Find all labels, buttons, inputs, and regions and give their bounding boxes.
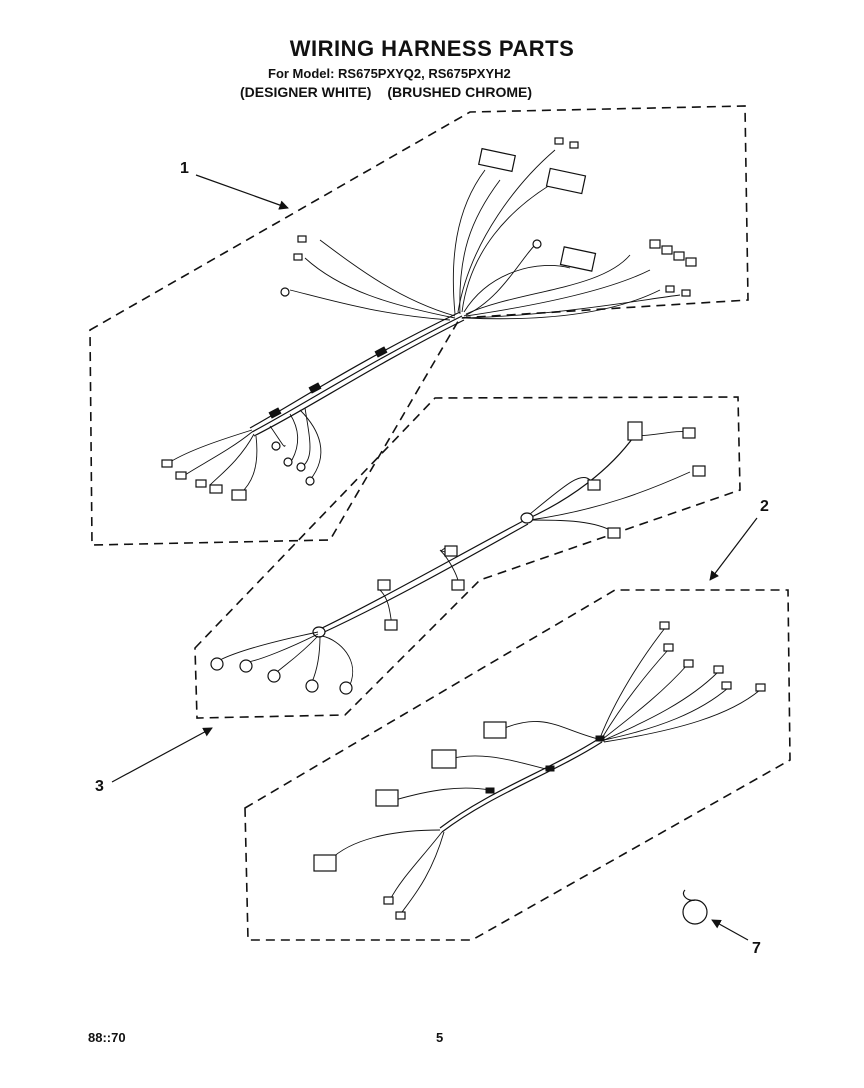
finish-designer-white: (DESIGNER WHITE) xyxy=(240,84,372,100)
model-line: For Model: RS675PXYQ2, RS675PXYH2 xyxy=(268,66,511,81)
clip-part-7 xyxy=(682,889,708,925)
harness-1 xyxy=(89,105,749,546)
finish-labels: (DESIGNER WHITE) (BRUSHED CHROME) xyxy=(240,84,544,100)
harness-3 xyxy=(194,396,741,719)
doc-number: 88::70 xyxy=(88,1030,126,1045)
page-number: 5 xyxy=(436,1030,444,1045)
callout-3-leader xyxy=(111,727,213,783)
callout-7: 7 xyxy=(752,940,761,957)
harness-2-outline xyxy=(244,589,791,941)
page-title: WIRING HARNESS PARTS xyxy=(289,36,575,61)
harness-3-outline xyxy=(194,396,741,719)
connector-block xyxy=(559,246,597,272)
callout-7-leader xyxy=(711,919,749,941)
callout-1: 1 xyxy=(180,160,189,177)
callout-3: 3 xyxy=(95,778,104,795)
connector-block xyxy=(477,147,517,173)
callout-1-leader xyxy=(195,174,289,210)
harness-2 xyxy=(244,589,791,941)
connector-block xyxy=(545,167,587,195)
callout-2-leader xyxy=(709,517,758,581)
finish-brushed-chrome: (BRUSHED CHROME) xyxy=(387,84,533,100)
callout-2: 2 xyxy=(760,498,769,515)
